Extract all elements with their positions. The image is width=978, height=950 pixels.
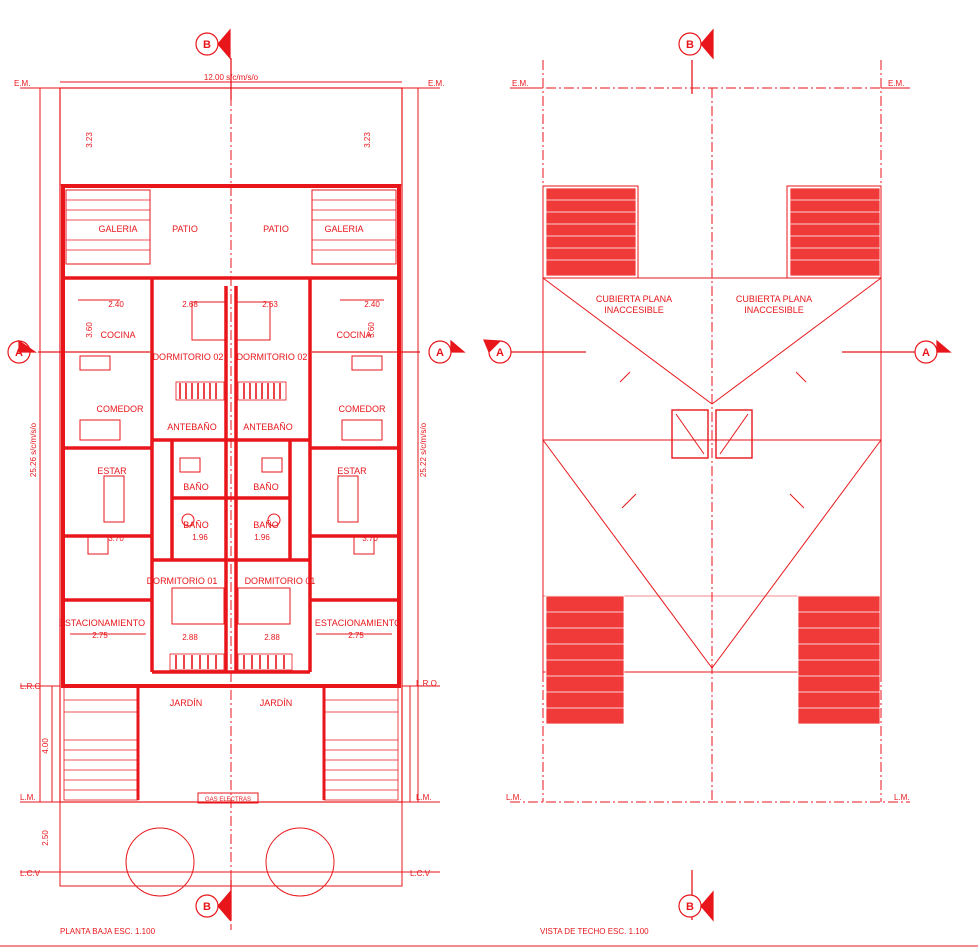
dim-240: 2.40 — [108, 300, 124, 309]
room-dormitorio-01: DORMITORIO 01 — [147, 576, 218, 586]
section-b-label: B — [203, 901, 211, 913]
section-b-bottom-right — [678, 890, 714, 922]
room-patio: PATIO — [172, 224, 198, 234]
room-cocina: COCINA — [100, 330, 135, 340]
room-jardin: JARDÍN — [170, 698, 203, 708]
depth-dimension-left: 25.26 s/c/m/s/o — [29, 422, 38, 477]
lm-label: L.M. — [416, 793, 432, 802]
roof-em-label: E.M. — [888, 79, 904, 88]
room-bano: BAÑO — [253, 482, 279, 492]
dim-360: 3.60 — [85, 322, 94, 338]
roof-cubierta-left-1: CUBIERTA PLANA — [596, 294, 672, 304]
section-a-label: A — [15, 347, 23, 359]
floor-plan-title: PLANTA BAJA ESC. 1.100 — [60, 927, 156, 936]
dim-263: 2.63 — [262, 300, 278, 309]
room-estar: ESTAR — [337, 466, 367, 476]
lcv-label: L.C.V — [20, 869, 41, 878]
dim-240: 2.40 — [364, 300, 380, 309]
dim-268: 2.68 — [182, 300, 198, 309]
dim-360: 3.60 — [367, 322, 376, 338]
section-b-label: B — [686, 901, 694, 913]
dim-323: 3.23 — [85, 132, 94, 148]
dim-370: 3.70 — [362, 534, 378, 543]
section-a-label: A — [436, 347, 444, 359]
width-dimension: 12.00 s/c/m/s/o — [204, 73, 259, 82]
room-comedor: COMEDOR — [339, 404, 387, 414]
section-a-right — [428, 339, 466, 364]
lm-label: L.M. — [20, 793, 36, 802]
roof-lm-label: L.M. — [506, 793, 522, 802]
room-antebano: ANTEBAÑO — [243, 422, 293, 432]
room-estacionamiento: ESTACIONAMIENTO — [315, 618, 401, 628]
room-cocina: COCINA — [336, 330, 371, 340]
dim-370: 3.70 — [108, 534, 124, 543]
roof-plan — [500, 60, 930, 920]
roof-cubierta-left-2: INACCESIBLE — [604, 305, 664, 315]
roof-cubierta-right-1: CUBIERTA PLANA — [736, 294, 812, 304]
room-dormitorio-02: DORMITORIO 02 — [153, 352, 224, 362]
labels: B B A A B B A A 12.00 s/c/m/s/o 25.26 s/… — [14, 39, 930, 936]
section-a-label: A — [922, 347, 930, 359]
section-a-left — [7, 339, 37, 364]
dim-288: 2.88 — [182, 633, 198, 642]
roof-em-label: E.M. — [512, 79, 528, 88]
dim-275: 2.75 — [348, 631, 364, 640]
room-jardin: JARDÍN — [260, 698, 293, 708]
em-label: E.M. — [428, 79, 444, 88]
section-b-top-right — [678, 28, 714, 60]
section-a-label: A — [496, 347, 504, 359]
em-label: E.M. — [14, 79, 30, 88]
dim-196: 1.96 — [192, 533, 208, 542]
section-b-top-left — [195, 28, 231, 60]
gas-meter-label: GAS ELECTRAS — [205, 797, 251, 803]
depth-dimension-right: 25.22 s/c/m/s/o — [419, 422, 428, 477]
room-bano: BAÑO — [253, 520, 279, 530]
room-dormitorio-02: DORMITORIO 02 — [237, 352, 308, 362]
section-marks — [7, 28, 952, 922]
dim-250: 2.50 — [41, 830, 50, 846]
dim-400: 4.00 — [41, 738, 50, 754]
lro-label: L.R.O — [20, 682, 41, 691]
lcv-label: L.C.V — [410, 869, 431, 878]
section-b-bottom-left — [195, 890, 231, 922]
room-bano: BAÑO — [183, 482, 209, 492]
roof-lm-label: L.M. — [894, 793, 910, 802]
room-estacionamiento: ESTACIONAMIENTO — [59, 618, 145, 628]
section-b-label: B — [686, 39, 694, 51]
lro-label: L.R.O — [416, 679, 437, 688]
section-a-roof-right — [914, 339, 952, 364]
room-estar: ESTAR — [97, 466, 127, 476]
room-bano: BAÑO — [183, 520, 209, 530]
roof-panels — [545, 187, 881, 725]
room-comedor: COMEDOR — [97, 404, 145, 414]
room-antebano: ANTEBAÑO — [167, 422, 217, 432]
roof-plan-title: VISTA DE TECHO ESC. 1.100 — [540, 927, 649, 936]
room-galeria: GALERIA — [98, 224, 137, 234]
room-galeria: GALERIA — [324, 224, 363, 234]
room-patio: PATIO — [263, 224, 289, 234]
floor-plan — [20, 58, 440, 930]
dim-288: 2.88 — [264, 633, 280, 642]
roof-cubierta-right-2: INACCESIBLE — [744, 305, 804, 315]
dim-323: 3.23 — [363, 132, 372, 148]
section-b-label: B — [203, 39, 211, 51]
dim-196: 1.96 — [254, 533, 270, 542]
section-a-roof-left — [483, 339, 512, 364]
room-dormitorio-01: DORMITORIO 01 — [245, 576, 316, 586]
dim-275: 2.75 — [92, 631, 108, 640]
